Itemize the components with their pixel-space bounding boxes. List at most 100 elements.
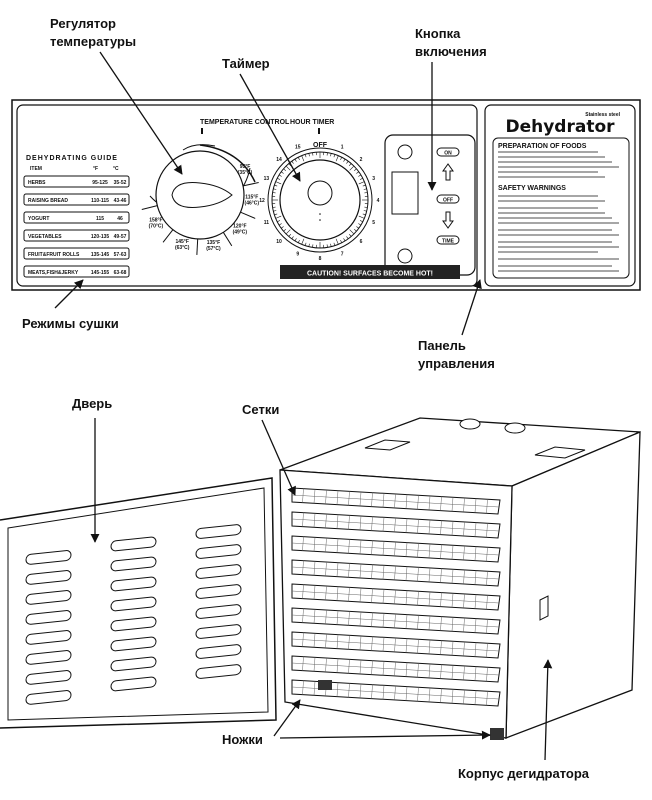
- vent-slot: [195, 604, 242, 619]
- prep-title: PREPARATION OF FOODS: [498, 143, 587, 150]
- tray[interactable]: [291, 559, 501, 587]
- timer-hour-label: 9: [296, 252, 299, 258]
- guide-cell: 49-57: [114, 234, 127, 240]
- guide-cell: 110-115: [91, 198, 109, 204]
- brand-subtitle: Stainless steel: [585, 112, 620, 118]
- vent-slot: [110, 656, 157, 672]
- hour-timer-heading: HOUR TIMER: [290, 119, 334, 126]
- vent-slot: [110, 556, 157, 572]
- guide-cell: 95-125: [92, 180, 108, 186]
- dial-setting-f: 95°F: [240, 164, 251, 170]
- dehydrator-unit: [0, 417, 641, 740]
- callout-panel-1: Панель: [418, 338, 466, 353]
- guide-cell: 35-52: [114, 180, 127, 186]
- vent-slot: [25, 550, 72, 565]
- callout-arrows: [54, 51, 553, 761]
- callout-labels: Регулятор температуры Таймер Кнопка вклю…: [22, 16, 590, 781]
- trays[interactable]: [291, 487, 501, 707]
- callout-door: Дверь: [72, 396, 112, 411]
- guide-row: [23, 247, 130, 260]
- guide-cell: 120-135: [91, 234, 110, 240]
- guide-cell: 57-63: [114, 252, 127, 258]
- timer-hour-label: 14: [276, 157, 282, 163]
- timer-hour-label: 10: [276, 239, 282, 245]
- foot: [490, 728, 504, 740]
- tray[interactable]: [291, 583, 501, 611]
- guide-cell: FRUIT&FRUIT ROLLS: [28, 252, 80, 258]
- time-button[interactable]: TIME: [436, 235, 460, 245]
- guide-cell: RAISING BREAD: [28, 198, 68, 204]
- dial-setting-c: (35°C): [238, 170, 253, 176]
- timer-hour-label: 8: [319, 256, 322, 262]
- callout-power-1: Кнопка: [415, 26, 461, 41]
- on-button[interactable]: ON: [436, 147, 460, 157]
- guide-cell: 63-68: [114, 270, 127, 276]
- guide-cell: HERBS: [28, 180, 46, 186]
- handles: [364, 439, 586, 459]
- callout-body: Корпус дегидратора: [458, 766, 590, 781]
- vent-slot: [110, 636, 157, 652]
- brand-logo: Dehydrator: [505, 117, 615, 137]
- off-button[interactable]: OFF: [436, 194, 460, 204]
- timer-hour-label: 15: [295, 144, 301, 150]
- tray[interactable]: [291, 655, 501, 683]
- tray[interactable]: [291, 679, 501, 707]
- callout-drying-modes: Режимы сушки: [22, 316, 119, 331]
- timer-knob: [504, 422, 526, 434]
- guide-row: [23, 229, 130, 242]
- caution-text: CAUTION! SURFACES BECOME HOT!: [307, 271, 433, 278]
- guide-title: DEHYDRATING GUIDE: [26, 155, 118, 162]
- guide-cell: 145-155: [91, 270, 110, 276]
- dial-setting-c: (49°C): [233, 229, 248, 235]
- vent-slot: [195, 524, 242, 539]
- side-latch: [539, 595, 549, 621]
- tray[interactable]: [291, 607, 501, 635]
- timer-hour-label: 4: [377, 198, 380, 204]
- guide-header-c: °C: [113, 166, 119, 172]
- door[interactable]: [0, 477, 277, 729]
- arrow-down-icon: [442, 211, 454, 229]
- vent-slot: [25, 610, 72, 625]
- tray[interactable]: [291, 631, 501, 659]
- timer-hour-label: 1: [341, 144, 344, 150]
- vent-slot: [195, 624, 242, 639]
- timer-off-label: OFF: [313, 142, 328, 149]
- vent-slot: [110, 596, 157, 612]
- timer-hour-label: 13: [264, 176, 270, 182]
- guide-cell: 135-145: [91, 252, 110, 258]
- timer-hour-label: 2: [360, 157, 363, 163]
- dial-setting-c: (46°C): [245, 201, 260, 207]
- dial-setting-f: 120°F: [233, 223, 246, 229]
- guide-cell: 115: [96, 216, 104, 222]
- temperature-knob: [459, 418, 481, 430]
- dial-setting-f: 135°F: [207, 240, 220, 246]
- on-button-label: ON: [444, 151, 452, 157]
- dial-setting-f: 145°F: [176, 239, 189, 245]
- guide-row: [23, 211, 130, 224]
- guide-cell: MEATS,FISH&JERKY: [28, 270, 79, 276]
- safety-title: SAFETY WARNINGS: [498, 185, 566, 192]
- foot: [318, 680, 332, 690]
- timer-hour-label: 7: [341, 252, 344, 258]
- callout-panel-2: управления: [418, 356, 495, 371]
- callout-temp-regulator-2: температуры: [50, 34, 136, 49]
- instruction-text-lines: [498, 151, 619, 272]
- guide-cell: 46: [117, 216, 123, 222]
- guide-cell: YOGURT: [28, 216, 49, 222]
- temperature-dial[interactable]: 95°F(35°C)115°F(46°C)120°F(49°C)135°F(57…: [141, 144, 260, 255]
- dial-setting-c: (63°C): [175, 245, 190, 251]
- temperature-control-heading: TEMPERATURE CONTROL: [200, 119, 290, 126]
- dial-setting-c: (70°C): [149, 224, 164, 230]
- tray[interactable]: [291, 535, 501, 563]
- guide-cell: 43-46: [114, 198, 127, 204]
- vent-slot: [25, 570, 72, 585]
- dial-setting-f: 158°F: [149, 218, 162, 224]
- vent-slot: [195, 664, 242, 679]
- tray[interactable]: [291, 487, 501, 515]
- vent-slot: [195, 564, 242, 579]
- tray[interactable]: [291, 511, 501, 539]
- vent-slot: [110, 576, 157, 592]
- guide-header-item: ITEM: [30, 166, 42, 172]
